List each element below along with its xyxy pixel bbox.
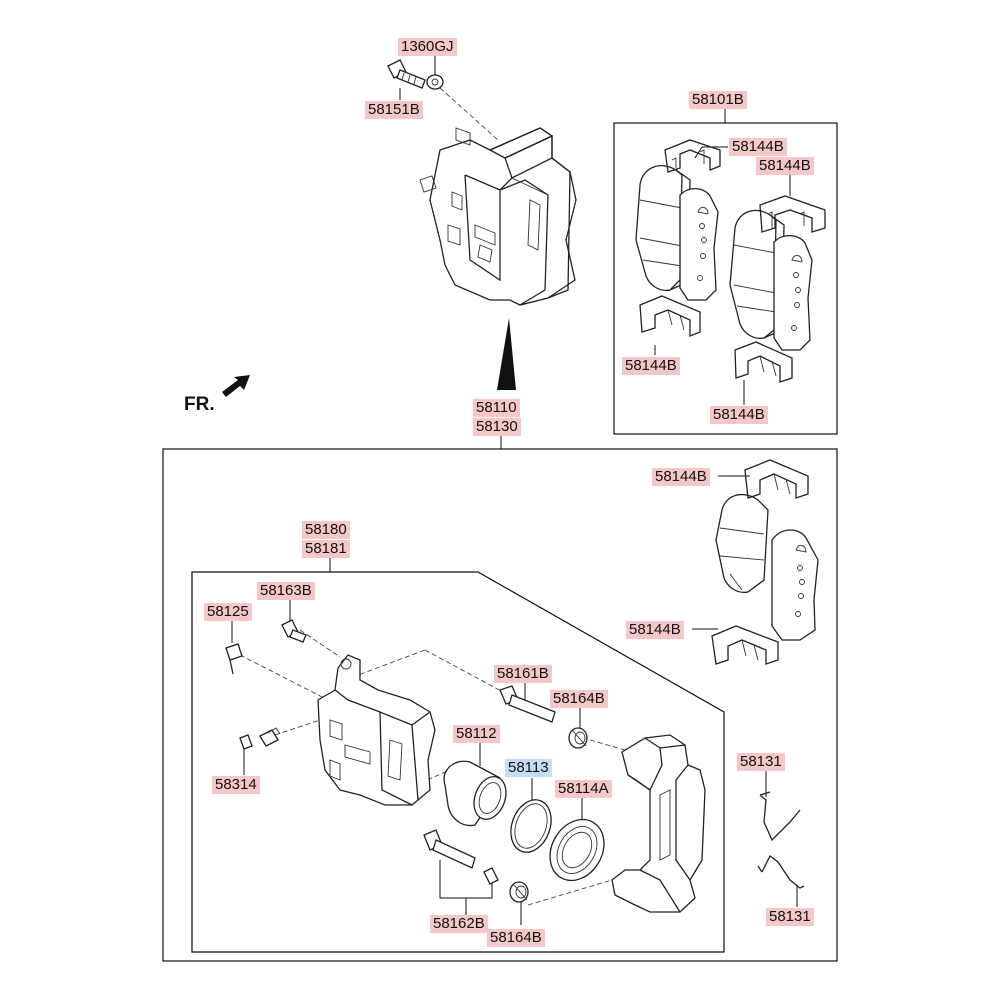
rubber-boot-icon [568,727,588,749]
caliper-assembly-box [162,448,838,962]
carrier-bracket-icon [611,734,706,913]
part-label-58181[interactable]: 58181 [302,540,350,558]
part-label-58151b[interactable]: 58151B [365,101,423,119]
shim-clip-icon [639,295,701,337]
part-label-58162b[interactable]: 58162B [430,915,488,933]
bolt-icon [387,59,426,89]
part-label-58163b[interactable]: 58163B [257,582,315,600]
front-arrow-icon [222,375,250,397]
caliper-assembly-icon [419,127,577,306]
brake-pad-icon [635,165,719,301]
wear-sensor-icon [757,855,805,889]
piston-icon [443,760,507,827]
shim-clip-icon [759,195,826,233]
part-label-58164b[interactable]: 58164B [487,929,545,947]
part-label-58113[interactable]: 58113 [505,759,552,777]
bleeder-screw-icon [225,643,243,675]
guide-pin-icon [499,685,556,723]
part-label-58161b[interactable]: 58161B [494,665,552,683]
part-label-58110[interactable]: 58110 [473,399,520,417]
part-label-58112[interactable]: 58112 [453,725,500,743]
part-label-58144b[interactable]: 58144B [622,357,680,375]
wear-sensor-icon [759,791,801,842]
part-label-58131[interactable]: 58131 [737,753,785,771]
part-label-58130[interactable]: 58130 [473,418,521,436]
piston-boot-icon [549,818,605,882]
caliper-subassembly-box [191,571,725,953]
rubber-boot-icon [509,881,529,903]
part-label-58114a[interactable]: 58114A [555,780,612,798]
guide-bolt-icon [281,619,307,643]
dust-cap-icon [239,727,281,750]
shim-clip-icon [711,625,779,665]
direction-arrow-shape [497,318,516,390]
part-label-58314[interactable]: 58314 [212,776,260,794]
part-label-58144b[interactable]: 58144B [729,138,787,156]
part-label-58125[interactable]: 58125 [204,603,252,621]
part-label-58144b[interactable]: 58144B [756,157,814,175]
brake-pad-icon [729,209,813,351]
part-label-58144b[interactable]: 58144B [710,406,768,424]
piston-seal-icon [510,799,552,853]
part-label-58180[interactable]: 58180 [302,521,350,539]
part-label-58144b[interactable]: 58144B [652,468,710,486]
washer-icon [426,74,444,90]
guide-pin-icon [423,829,499,885]
shim-clip-icon [664,139,721,173]
part-label-58131[interactable]: 58131 [766,908,814,926]
brake-pad-icon [715,493,769,594]
caliper-body-icon [317,654,436,806]
part-label-1360gj[interactable]: 1360GJ [398,38,457,56]
part-label-58164b[interactable]: 58164B [550,690,608,708]
shim-clip-icon [744,459,809,499]
shim-clip-icon [734,341,793,383]
part-label-58144b[interactable]: 58144B [626,621,684,639]
brake-pad-icon [771,529,819,641]
front-direction-label: FR. [184,394,215,415]
part-label-58101b[interactable]: 58101B [689,91,747,109]
